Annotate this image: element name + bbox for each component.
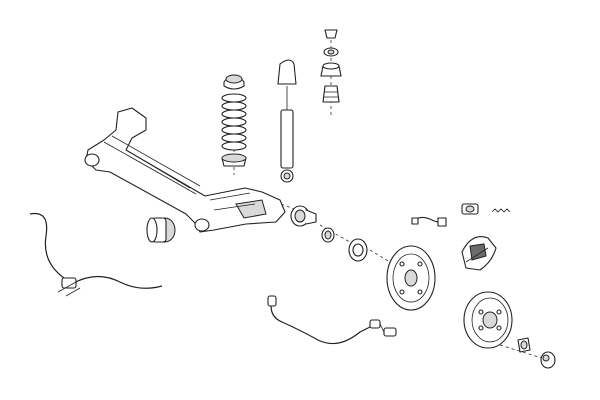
axle-bushing	[146, 217, 176, 243]
hub-bearing	[321, 227, 368, 262]
spring-bottom-seat	[221, 153, 247, 167]
hub-nut	[517, 337, 531, 353]
rear-axle-beam	[84, 107, 286, 233]
dust-boot	[277, 59, 297, 85]
brake-hose	[411, 216, 447, 227]
dust-cap	[540, 351, 556, 369]
coil-spring	[221, 93, 247, 151]
abs-sensor-cable	[267, 295, 397, 345]
spring-top-cap	[223, 74, 245, 90]
shock-absorber	[280, 86, 294, 183]
wheel-hub	[290, 205, 317, 227]
brake-shoes	[461, 236, 497, 271]
handbrake-cable	[29, 212, 163, 297]
brake-backing-plate	[386, 245, 436, 311]
strut-mount-stack	[320, 29, 342, 103]
return-spring	[491, 208, 511, 213]
brake-drum	[463, 291, 513, 349]
wheel-cylinder	[461, 203, 479, 215]
